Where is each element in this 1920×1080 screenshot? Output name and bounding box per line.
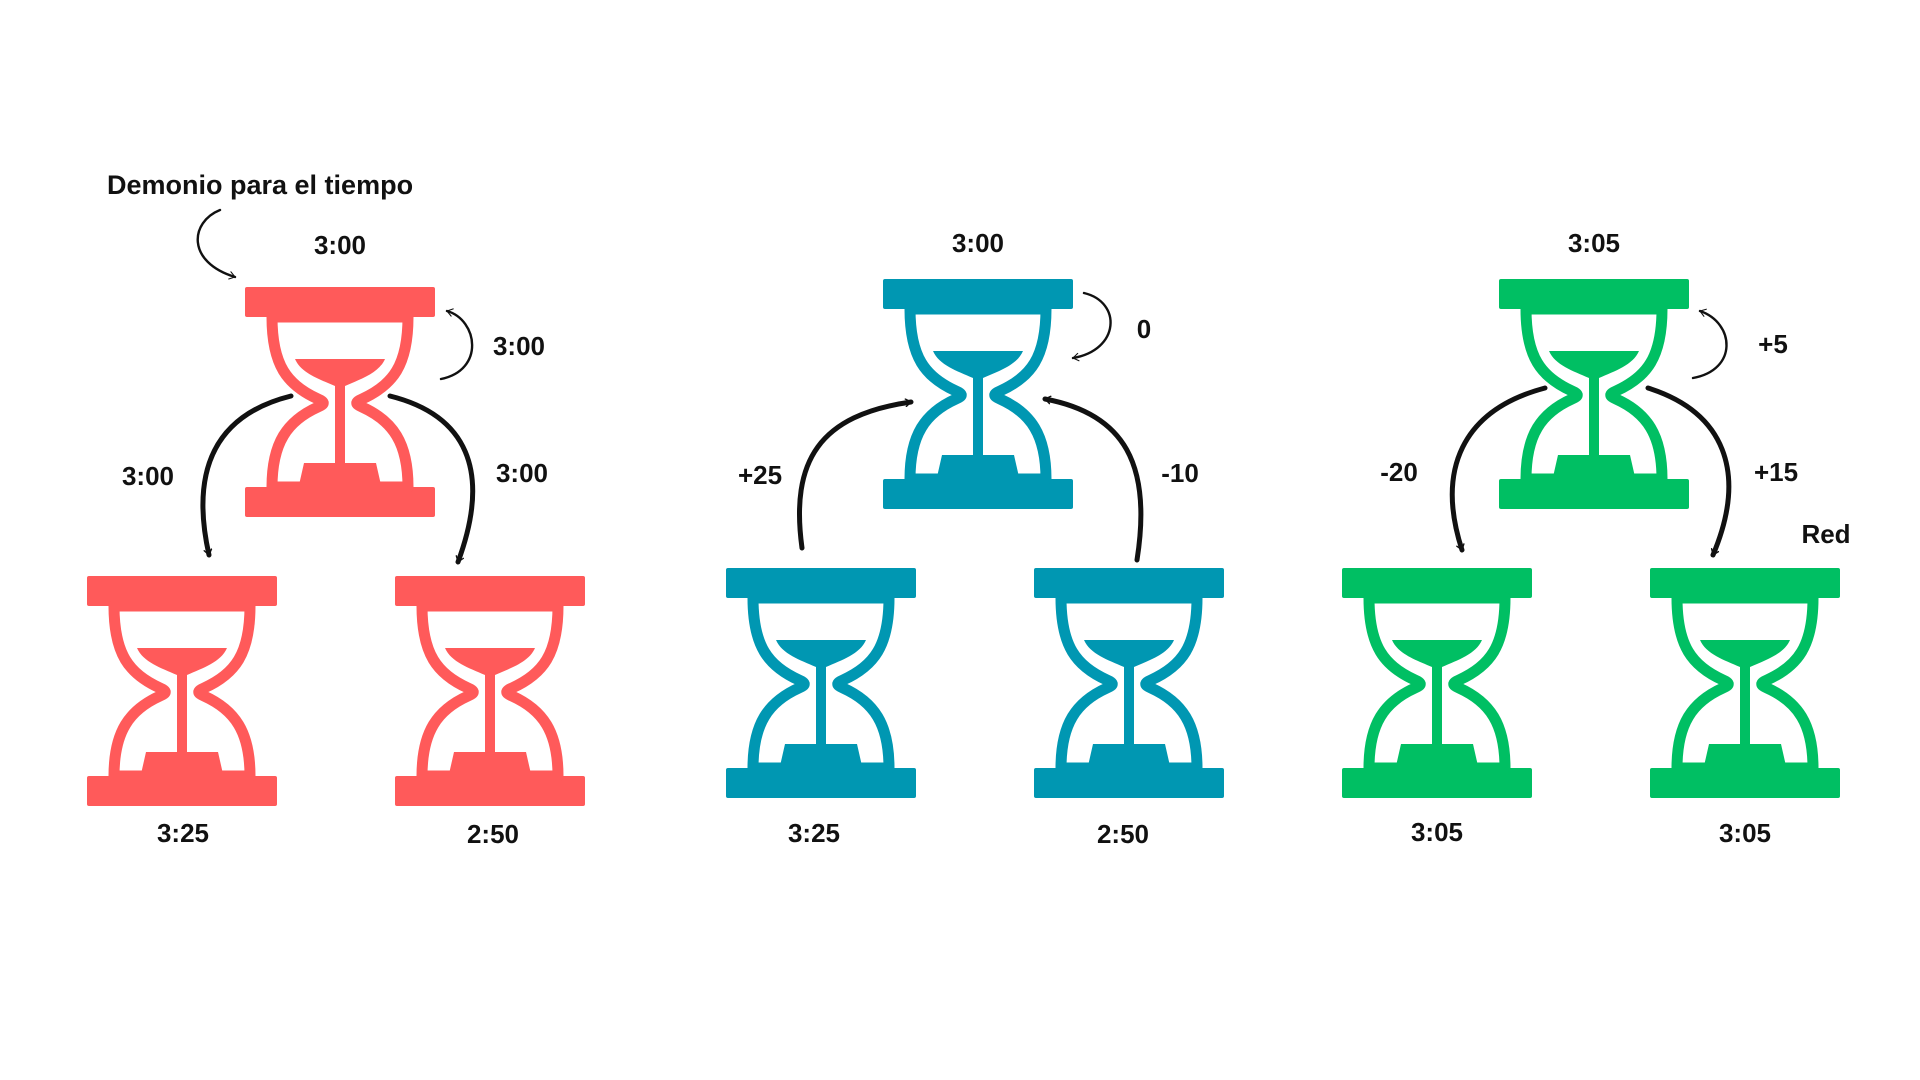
teal-right-edge-arrow [1042, 395, 1144, 563]
teal-left-child-hourglass-icon [726, 568, 916, 798]
red-right-edge-arrow [387, 393, 476, 565]
teal-right-edge-label: -10 [1161, 458, 1199, 488]
green-right-child-time: 3:05 [1719, 818, 1771, 848]
red-self-label: 3:00 [493, 331, 545, 361]
teal-right-child-hourglass-icon [1034, 568, 1224, 798]
green-left-child-hourglass-icon [1342, 568, 1532, 798]
red-self-arrow [439, 308, 474, 381]
green-self-label: +5 [1758, 329, 1788, 359]
green-extra-label: Red [1801, 519, 1850, 549]
teal-left-edge-label: +25 [738, 460, 782, 490]
red-left-child-hourglass-icon [87, 576, 277, 806]
teal-self-arrow [1071, 291, 1112, 362]
red-right-child-time: 2:50 [467, 819, 519, 849]
teal-top-time: 3:00 [952, 228, 1004, 258]
teal-self-label: 0 [1137, 314, 1151, 344]
group-green: 3:05 +5 -20 +15 Red 3:05 3:05 [1342, 228, 1851, 848]
red-right-child-hourglass-icon [395, 576, 585, 806]
teal-top-hourglass-icon [883, 279, 1073, 509]
group-teal: 3:00 0 +25 -10 3:25 2:50 [726, 228, 1224, 849]
red-top-time: 3:00 [314, 230, 366, 260]
group-red: 3:00 3:00 3:00 3:00 3:25 2:50 [87, 230, 585, 849]
green-top-time: 3:05 [1568, 228, 1620, 258]
green-right-edge-arrow [1645, 385, 1732, 558]
green-right-child-hourglass-icon [1650, 568, 1840, 798]
green-left-child-time: 3:05 [1411, 817, 1463, 847]
green-left-edge-label: -20 [1380, 457, 1418, 487]
diagram-title: Demonio para el tiempo [107, 170, 413, 200]
title-pointer-arrow [196, 208, 237, 280]
red-left-child-time: 3:25 [157, 818, 209, 848]
red-right-edge-label: 3:00 [496, 458, 548, 488]
green-left-edge-arrow [1449, 385, 1548, 553]
teal-left-child-time: 3:25 [788, 818, 840, 848]
teal-left-edge-arrow [797, 398, 914, 551]
green-right-edge-label: +15 [1754, 457, 1798, 487]
red-left-edge-label: 3:00 [122, 461, 174, 491]
teal-right-child-time: 2:50 [1097, 819, 1149, 849]
red-left-edge-arrow [200, 393, 294, 558]
green-self-arrow [1691, 308, 1728, 380]
